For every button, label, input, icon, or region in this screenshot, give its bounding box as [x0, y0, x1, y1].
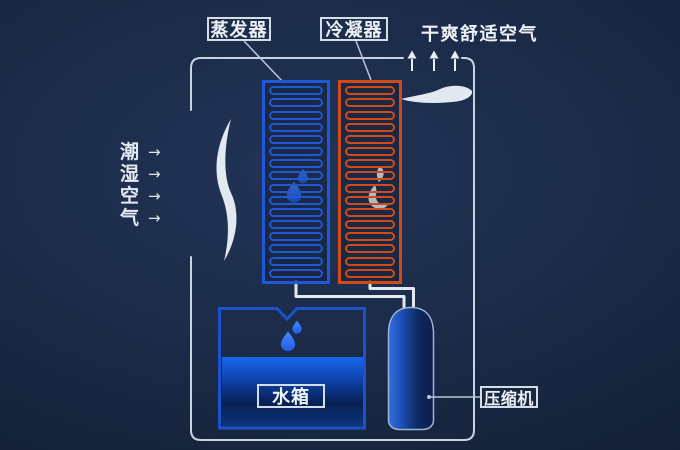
refrigerant-pipes: [294, 280, 415, 313]
coil-fin: [345, 98, 395, 108]
coil-fin: [269, 122, 323, 132]
right-arrow-icon: →: [148, 165, 161, 183]
up-arrow-icon: [450, 50, 460, 71]
leader-lines: [243, 40, 480, 399]
leader-dot: [427, 395, 431, 399]
coil-fin: [345, 220, 395, 230]
fan-blade-icon: [401, 85, 473, 103]
cabinet-outline: [190, 57, 475, 441]
humid-air-row: 湿 →: [120, 164, 161, 185]
humid-air-row: 气 →: [120, 208, 161, 229]
water-tank-label: 水箱: [257, 384, 325, 408]
coil-fin: [345, 244, 395, 254]
coil-fin: [269, 171, 323, 181]
coil-fin: [345, 183, 395, 193]
coil-fin: [269, 147, 323, 157]
coil-fin: [345, 110, 395, 120]
water-droplet-icon: [292, 320, 302, 334]
humid-air-label: 潮 → 湿 → 空 → 气 →: [120, 142, 161, 229]
coil-fin: [269, 98, 323, 108]
evaporator-pipe: [294, 280, 406, 313]
humid-air-row: 潮 →: [120, 142, 161, 163]
coil-fin: [269, 268, 323, 278]
up-arrow-icon: [429, 50, 439, 71]
water-tank: [218, 307, 366, 430]
coil-fin: [345, 256, 395, 266]
coil-fin: [345, 232, 395, 242]
compressor-cylinder: [387, 306, 435, 431]
evaporator-leader-line: [243, 40, 285, 84]
humid-air-char: 潮: [120, 141, 140, 163]
coil-fin: [269, 207, 323, 217]
coil-fin: [345, 122, 395, 132]
condenser-coil: [338, 80, 402, 284]
compressor-label: 压缩机: [480, 386, 538, 408]
coil-fin: [345, 171, 395, 181]
fan-blade-icon: [216, 119, 237, 261]
outlet-arrows: [407, 50, 460, 71]
coil-fin: [269, 256, 323, 266]
coil-fin: [269, 220, 323, 230]
coil-fin: [269, 110, 323, 120]
coil-fin: [269, 244, 323, 254]
coil-fin: [345, 159, 395, 169]
up-arrow-icon: [407, 50, 417, 71]
right-arrow-icon: →: [148, 209, 161, 227]
right-arrow-icon: →: [148, 143, 161, 161]
condenser-label: 冷凝器: [320, 17, 388, 41]
condenser-leader-line: [355, 40, 372, 81]
humid-air-char: 气: [120, 207, 140, 229]
coil-fin: [269, 232, 323, 242]
coil-fin: [345, 268, 395, 278]
humid-air-char: 湿: [120, 163, 140, 185]
coil-fin: [269, 183, 323, 193]
coil-fin: [345, 195, 395, 205]
humid-air-row: 空 →: [120, 186, 161, 207]
right-arrow-icon: →: [148, 187, 161, 205]
coil-fin: [345, 147, 395, 157]
evaporator-coil: [262, 80, 330, 284]
water-droplet-icon: [280, 331, 296, 352]
dry-air-label: 干爽舒适空气: [421, 24, 538, 45]
coil-fin: [269, 86, 323, 96]
coil-fin: [345, 86, 395, 96]
coil-fin: [345, 207, 395, 217]
tank-outline: [218, 307, 366, 430]
tank-water: [222, 357, 363, 426]
coil-fin: [345, 134, 395, 144]
evaporator-label: 蒸发器: [207, 17, 271, 41]
coil-fin: [269, 159, 323, 169]
humid-air-char: 空: [120, 185, 140, 207]
condenser-pipe: [368, 280, 415, 308]
coil-fin: [269, 134, 323, 144]
coil-fin: [269, 195, 323, 205]
